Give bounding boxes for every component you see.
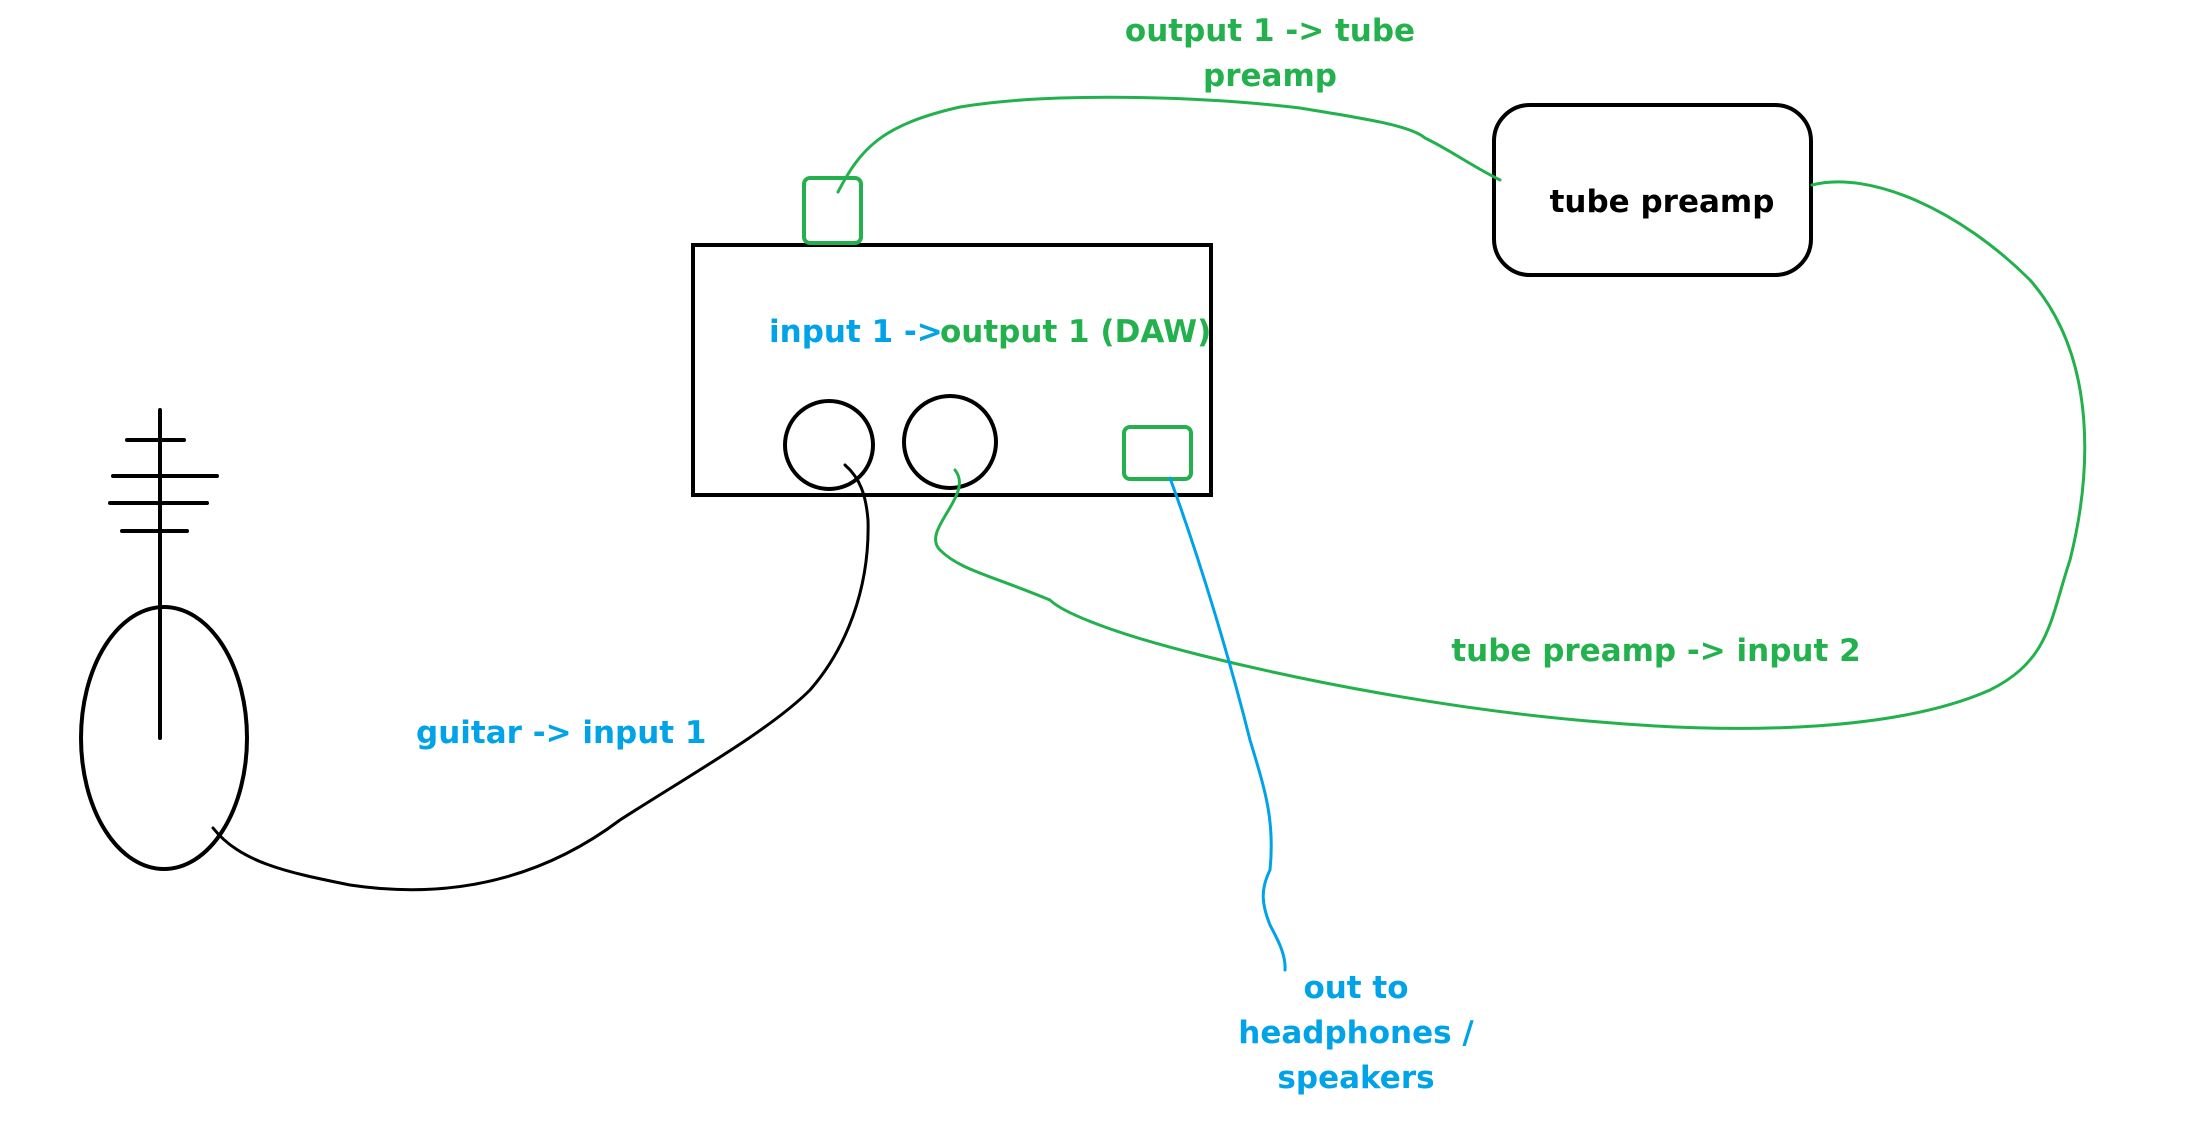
label-out-to-line-2: headphones / [1238, 1015, 1474, 1051]
label-output-1-to-tube-line-1: output 1 -> tube [1125, 13, 1415, 49]
label-tube-preamp-to-input-2: tube preamp -> input 2 [1451, 633, 1860, 669]
label-output-1-daw: output 1 (DAW) [940, 314, 1211, 350]
interface-box [691, 243, 1213, 497]
cable-output-to-headphones [1168, 476, 1287, 972]
cable-output-1-to-tube-preamp [836, 95, 1502, 194]
output-jack-1 [802, 176, 863, 245]
guitar-drawing [79, 408, 249, 871]
guitar-body [79, 605, 249, 871]
headphone-output-jack [1122, 425, 1193, 481]
label-guitar-to-input-1: guitar -> input 1 [416, 715, 706, 751]
label-tube-preamp: tube preamp [1550, 184, 1775, 220]
input-jack-1 [783, 399, 875, 491]
label-out-to-line-3: speakers [1277, 1060, 1434, 1096]
cable-guitar-to-input-1 [211, 463, 870, 892]
input-jack-2 [902, 394, 998, 490]
tube-preamp-box [1492, 103, 1813, 277]
audio-interface [691, 243, 1213, 497]
label-input-1-arrow: input 1 -> [769, 314, 943, 350]
cable-tube-preamp-to-input-2 [934, 180, 2087, 730]
label-output-1-to-tube-line-2: preamp [1203, 58, 1337, 94]
label-out-to-line-1: out to [1303, 970, 1408, 1006]
